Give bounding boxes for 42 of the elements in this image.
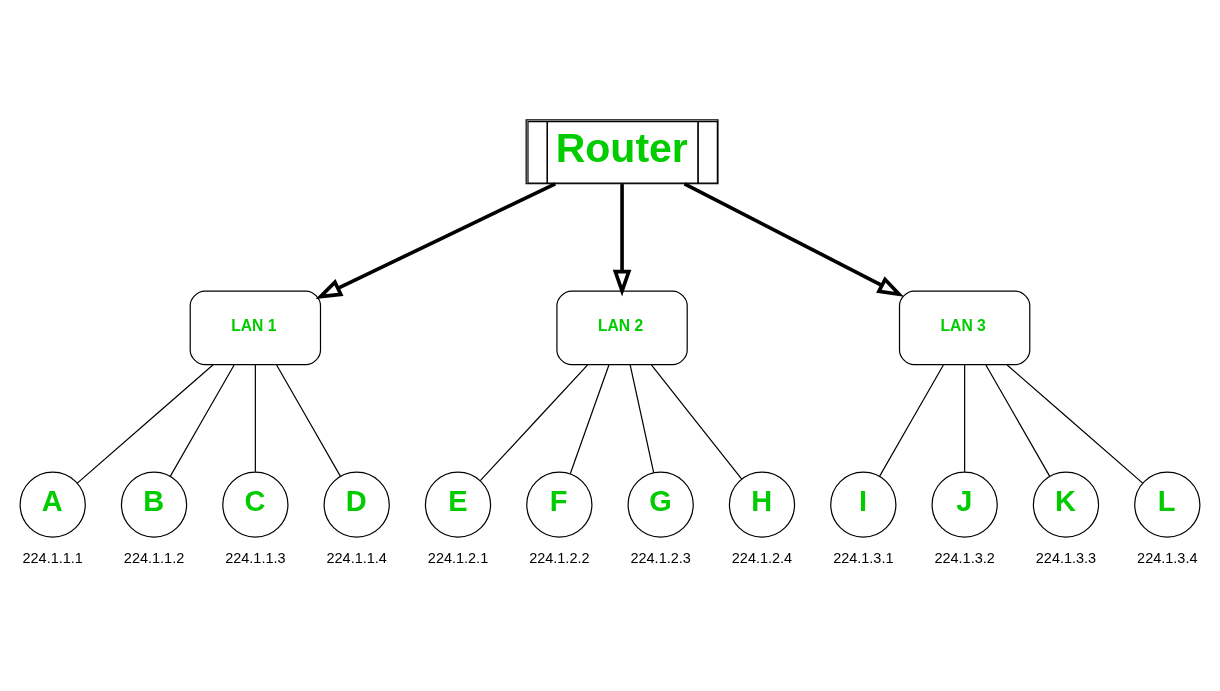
node-circle: B — [120, 470, 188, 538]
connector — [254, 363, 256, 472]
node-circle: J — [931, 470, 998, 538]
node-label: 224.1.1.4 — [326, 549, 387, 566]
node-circle: I — [830, 470, 897, 538]
node-label: 224.1.3.3 — [1035, 549, 1097, 566]
node-label: 224.1.3.2 — [934, 549, 995, 566]
node-label: 224.1.2.2 — [529, 549, 590, 566]
connector — [1006, 363, 1144, 484]
node-circle: K — [1032, 470, 1100, 538]
node-label: 224.1.1.2 — [123, 549, 185, 566]
connector — [169, 363, 235, 477]
node-circle: G — [627, 470, 694, 538]
node-label: 224.1.3.1 — [833, 549, 894, 566]
connector — [76, 363, 214, 484]
node-label: 224.1.3.4 — [1137, 549, 1198, 566]
connector — [985, 363, 1051, 477]
arrow — [612, 183, 632, 296]
node-box: LAN 3 — [898, 290, 1031, 365]
connector — [629, 363, 655, 473]
node-circle: L — [1134, 470, 1201, 538]
node-circle: A — [19, 470, 86, 538]
node-label: 224.1.1.3 — [225, 549, 286, 566]
node-box: LAN 2 — [556, 290, 688, 365]
connector — [878, 363, 944, 477]
connector — [964, 363, 966, 472]
node-circle: E — [424, 470, 492, 538]
arrow — [315, 181, 557, 299]
connector — [650, 363, 743, 480]
node-circle: C — [222, 470, 289, 538]
node-circle: H — [728, 470, 796, 538]
node-label: 224.1.2.4 — [731, 549, 793, 566]
node-label: 224.1.2.3 — [630, 549, 691, 566]
node-circle: D — [323, 470, 390, 538]
node-label: 224.1.2.1 — [427, 549, 489, 566]
connector — [479, 363, 589, 481]
connector — [276, 363, 342, 477]
node-circle: F — [526, 470, 593, 538]
node-label: 224.1.1.1 — [22, 549, 83, 566]
arrow — [683, 181, 904, 297]
connector — [569, 363, 610, 474]
node-box: LAN 1 — [189, 290, 322, 365]
